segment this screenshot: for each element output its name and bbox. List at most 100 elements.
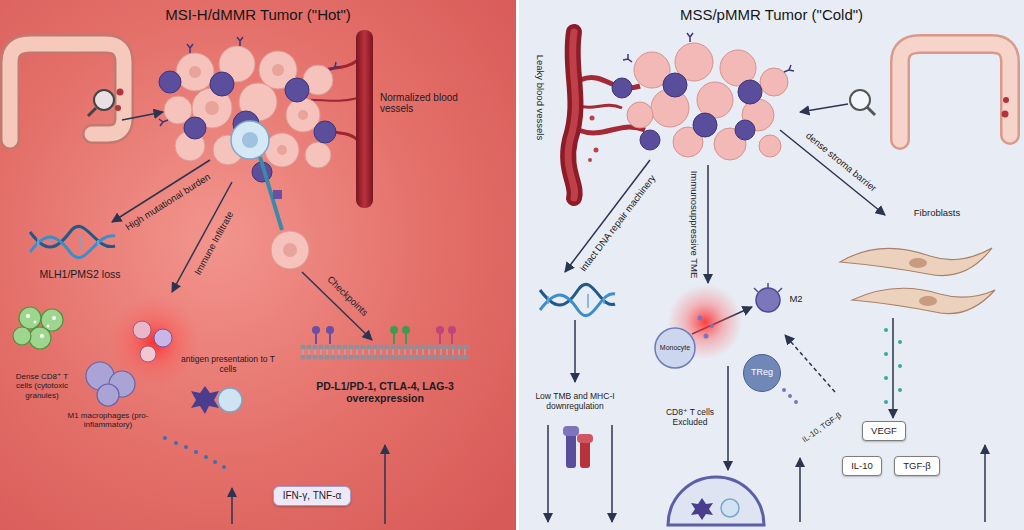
m2-macrophage [756,288,780,312]
tumor-cluster [627,102,653,128]
label-text: Normalized blood vessels [380,92,476,115]
dna-helix [603,298,605,304]
m2-macrophage [767,283,769,288]
tumor-cluster [159,71,336,182]
cytokine-box: IFN-γ, TNF-α [273,486,352,506]
tumor-cluster [612,73,762,150]
panel-ground [519,0,1024,530]
secretion-dots [884,328,888,332]
exclusion-barrier [721,499,739,517]
exclusion-barrier [691,498,713,520]
m2-macrophage [754,288,758,292]
magnifier-icon [94,90,114,110]
label-text: Leaky blood vessels [535,54,546,140]
mhc-symbol [566,432,576,468]
cd8-t-cells [13,307,63,349]
cd8-t-cells [13,327,31,345]
tumor-cluster [273,190,282,199]
arrow-label: Immunosuppressive TME [689,170,700,278]
cytokine-box: IL-10 [842,456,882,475]
treg-cell: TReg [743,354,781,392]
node-text: IFN-γ, TNF-α [283,490,342,502]
tumor-cluster [314,121,336,143]
colon-outline [900,44,1010,140]
label-text: Checkpoints [324,274,369,318]
cell-membrane [300,326,470,360]
cell-membrane [402,326,410,334]
cd8-t-cells [26,314,56,338]
label-text: High mutational burden [124,172,213,234]
cd8-t-cells [26,314,30,318]
label-text: Immune Infiltrate [193,210,236,277]
pathway-arrow [574,320,576,382]
leaky-vessel [588,158,592,162]
fibroblast-cells [852,288,995,313]
secretion-dots [884,352,888,356]
tumor-cluster [272,64,284,76]
pathway-arrow [780,130,885,215]
tumor-cluster [237,37,243,46]
tumor-cluster [627,43,788,160]
tumor-cluster [277,145,287,155]
label-text: antigen presentation to T cells [176,355,280,375]
tumor-cluster [623,33,794,72]
magnifier-icon [867,107,875,115]
label-text: CD8⁺ T cells Excluded [659,408,721,428]
immune-cells [133,321,172,362]
immune-cells [133,321,151,339]
tumor-cluster [189,64,308,155]
vessel-label: Leaky blood vessels [535,54,546,140]
pathway-arrow [302,272,372,340]
cold-panel: MSS/pMMR Tumor ("Cold")TRegVEGFIL-10TGF-… [519,0,1024,530]
tumor-cluster [159,119,168,126]
pathway-arrow [800,104,848,112]
tumor-cluster [265,133,299,167]
immune-cells [140,346,156,362]
label-text: Monocyte [650,344,700,352]
dna-helix [587,294,589,308]
tumor-cluster [330,62,340,70]
cell-membrane [451,333,453,344]
node-text: IL-10 [851,460,873,471]
colon-outline [900,44,1010,140]
tumor-cluster [242,132,258,148]
tumor-cluster [693,113,717,137]
magnifier-icon [88,108,96,116]
panel-heading: MSS/pMMR Tumor ("Cold") [519,0,1024,24]
pathway-arrow [565,104,893,470]
cell-membrane [436,326,444,334]
colon-outline [117,89,124,96]
fibroblast-cells [840,248,992,276]
antigen-presenting-cell [191,386,242,414]
tumor-cluster [640,130,660,150]
cd8-t-cells [13,307,63,349]
tumor-cluster [285,78,309,102]
tumor-cluster [205,101,219,115]
exclusion-barrier [668,477,764,525]
tumor-cluster [164,46,333,168]
antigen-presenting-cell [191,386,219,414]
pathway-arrow [707,165,709,283]
cd8-t-cells [52,316,56,320]
panel-ground [516,0,519,530]
arrow-label: High mutational burden [124,172,213,234]
tumor-cluster [184,117,206,139]
colon-outline [10,44,124,140]
pathway-arrow [565,160,650,272]
m1-macrophages [97,384,119,406]
leaky-vessel [568,32,575,198]
vessel-label: Normalized blood vessels [380,92,476,115]
cytokine-dots [194,450,198,454]
cytokine-dots [782,388,786,392]
tumor-cluster [760,68,788,96]
cd8-t-cells [40,334,44,338]
tumor-cluster [159,37,340,269]
cytokine-dots [794,400,798,404]
node-text: TReg [751,368,773,378]
dna-helix [38,236,98,250]
cytokine-box: VEGF [862,421,906,440]
label-text: intact DNA repair machinery [578,173,658,274]
